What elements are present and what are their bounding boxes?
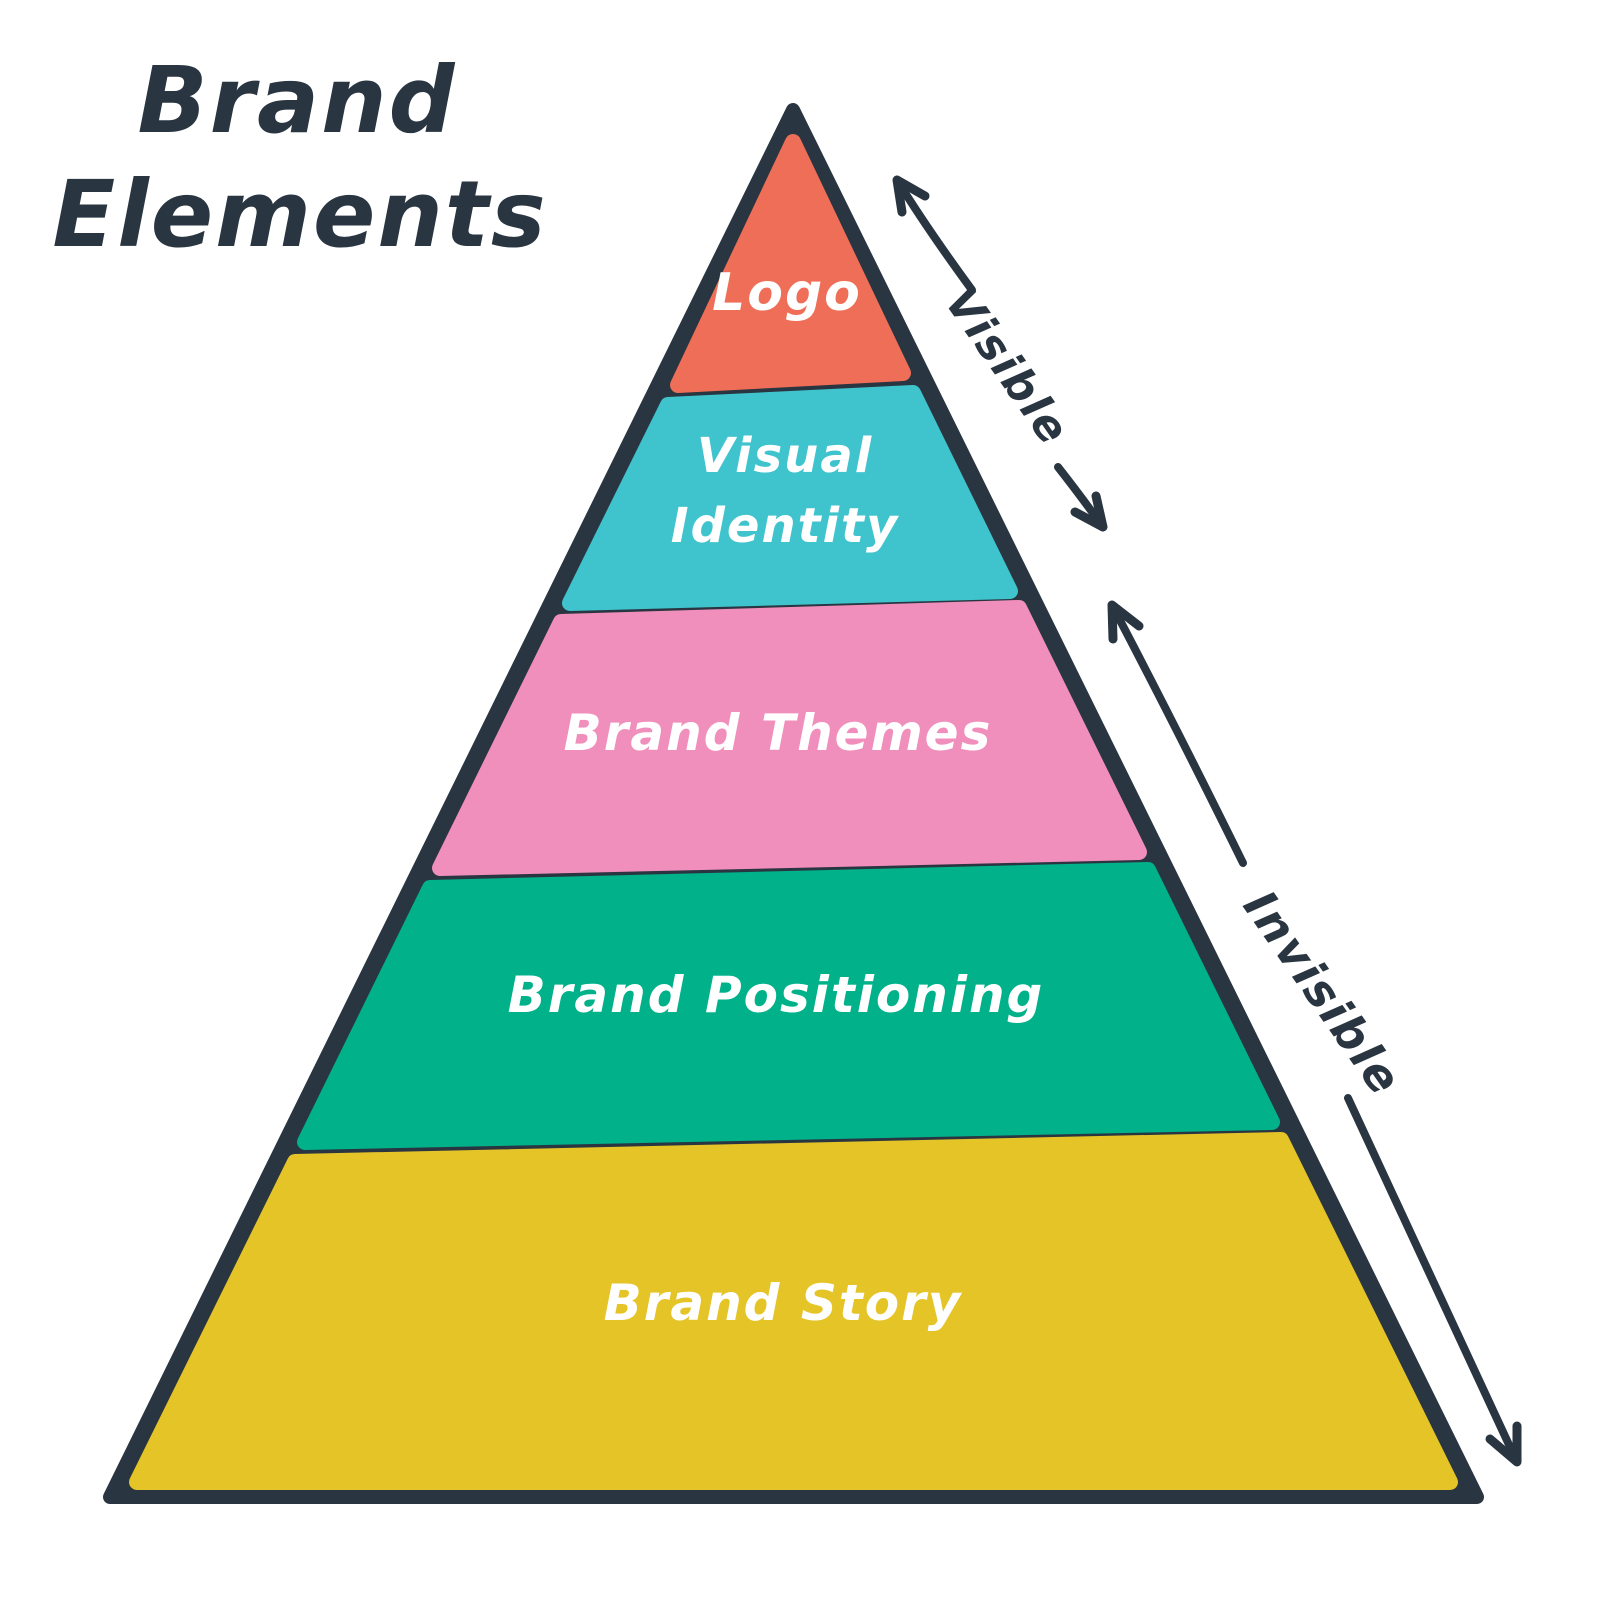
layer-label-logo: Logo <box>712 263 862 323</box>
layer-label-visual-identity-line1: Visual <box>697 428 873 484</box>
pyramid-layer-visual-identity <box>562 385 1018 611</box>
layer-label-visual-identity-line2: Identity <box>671 498 900 554</box>
visible-arrow-up-arrowhead-icon <box>892 175 930 217</box>
invisible-arrow-down-arrowhead-icon <box>1485 1421 1522 1467</box>
page-title: Brand Elements <box>52 47 547 268</box>
invisible-arrow-lower-shaft <box>1344 1094 1521 1466</box>
visible-arrow-down-arrowhead-icon <box>1070 491 1108 532</box>
layer-label-brand-positioning: Brand Positioning <box>508 966 1045 1024</box>
page-title-line2: Elements <box>52 161 547 268</box>
pyramid-layer-brand-story <box>129 1132 1458 1490</box>
layer-label-brand-themes: Brand Themes <box>564 704 993 762</box>
pyramid-layer-brand-themes <box>432 600 1147 876</box>
invisible-arrow-upper-shaft <box>1108 601 1247 867</box>
invisible-arrow-up-arrowhead-icon <box>1107 600 1144 644</box>
layer-label-brand-story: Brand Story <box>604 1274 963 1332</box>
pyramid-layer-brand-positioning <box>297 862 1280 1150</box>
page-title-line1: Brand <box>138 47 457 154</box>
pyramid-layer-logo <box>670 134 911 393</box>
visible-arrow-upper-shaft <box>893 176 976 294</box>
